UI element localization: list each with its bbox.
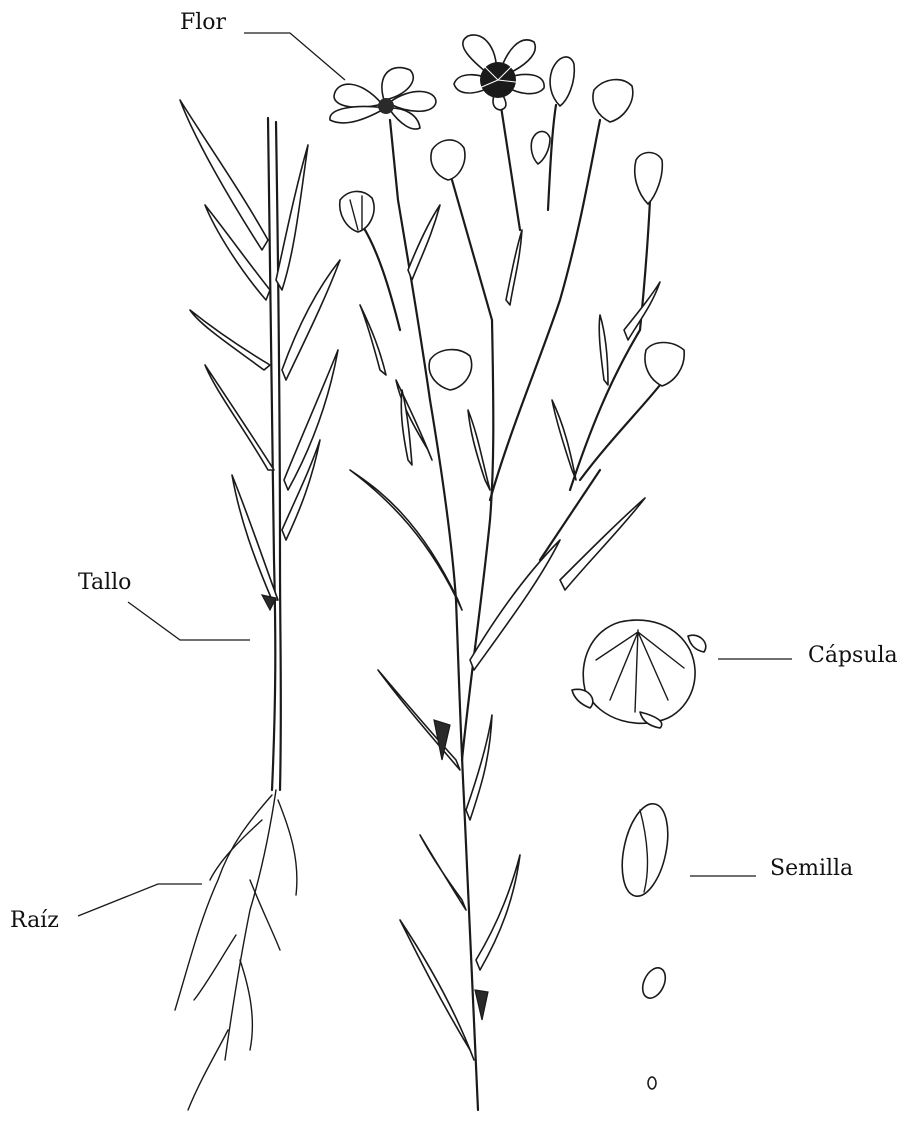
right-plant xyxy=(330,35,684,1110)
left-plant xyxy=(175,100,340,1110)
label-tallo: Tallo xyxy=(78,572,131,594)
raiz-pointer xyxy=(78,884,202,916)
label-raiz: Raíz xyxy=(10,910,59,932)
label-semilla: Semilla xyxy=(770,858,853,880)
label-capsula: Cápsula xyxy=(808,645,898,667)
white-flower xyxy=(330,68,436,129)
seed-small xyxy=(648,1077,656,1089)
seed-drawings xyxy=(615,800,676,1089)
flor-pointer xyxy=(244,33,345,80)
label-flor: Flor xyxy=(180,12,226,34)
left-plant-leaves xyxy=(180,100,340,610)
capsule-drawing xyxy=(572,620,706,728)
dark-flower xyxy=(454,35,544,110)
tallo-pointer xyxy=(128,602,250,640)
left-plant-roots xyxy=(175,790,297,1110)
flowers xyxy=(330,35,544,129)
seed-medium xyxy=(638,964,670,1001)
